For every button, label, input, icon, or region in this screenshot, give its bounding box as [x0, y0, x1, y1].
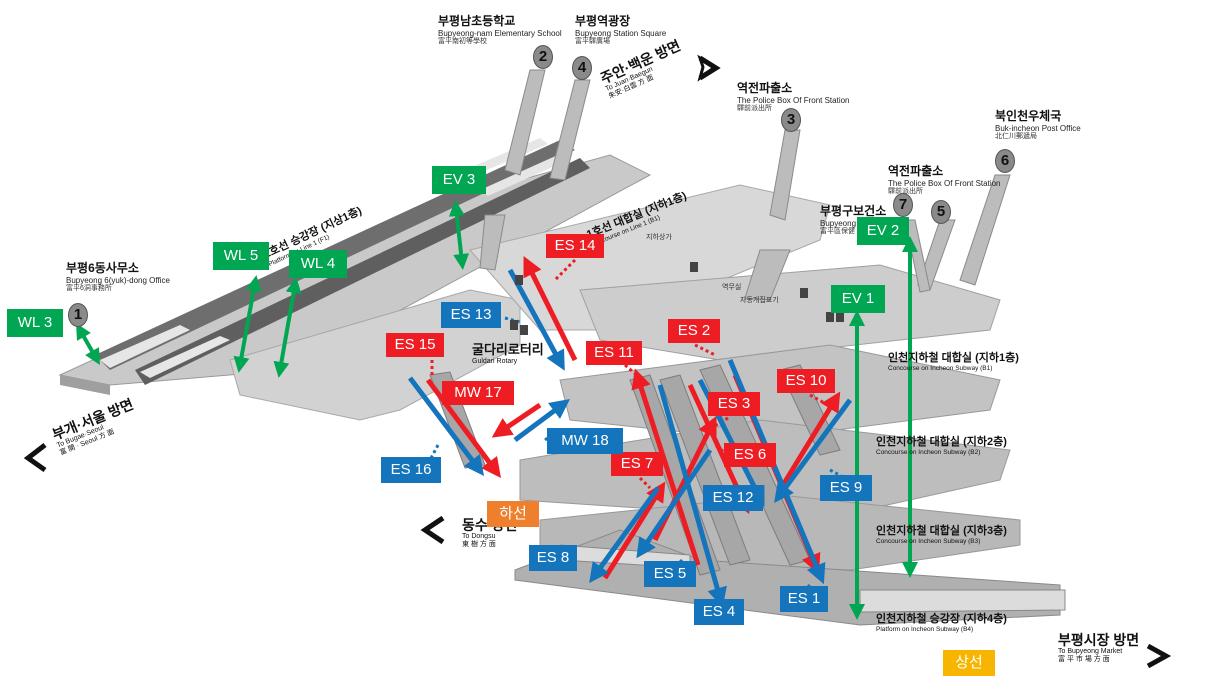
- facility-marks: [510, 262, 844, 335]
- ev-1-label: EV 1: [831, 285, 885, 313]
- up-line-badge: 상선: [943, 650, 995, 676]
- direction-arrows: [23, 54, 1172, 669]
- place-police-box-3: 역전파출소 The Police Box Of Front Station 驛前…: [737, 81, 850, 112]
- exit-3-marker: 3: [781, 108, 801, 132]
- elevator-arrows: [76, 200, 918, 620]
- guldari-rotary-label: 굴다리로터리 Guldari Rotary: [472, 342, 544, 365]
- place-health-center: 부평구보건소 Bupyeong 富平區保健: [820, 204, 887, 235]
- down-line-badge: 하선: [487, 501, 539, 527]
- es-10-label: ES 10: [777, 369, 835, 393]
- place-station-square: 부평역광장 Bupyeong Station Square 富平驛廣場: [575, 14, 667, 45]
- floor-incheon-b4: 인천지하철 승강장 (지하4층) Platform on Incheon Sub…: [876, 613, 1007, 633]
- exit-1-marker: 1: [68, 303, 88, 327]
- es-5-label: ES 5: [644, 561, 696, 587]
- direction-market: 부평시장 방면 To Bupyeong Market 富 平 市 場 方 面: [1058, 632, 1140, 664]
- place-elementary-school: 부평남초등학교 Bupyeong-nam Elementary School 富…: [438, 14, 562, 45]
- ticket-gate-label: 자동개집표기: [740, 297, 779, 304]
- exit-5-marker: 5: [931, 200, 951, 224]
- mw-17-label: MW 17: [442, 381, 514, 405]
- wl-4-label: WL 4: [289, 250, 347, 278]
- es-7-label: ES 7: [611, 452, 663, 476]
- wl-3-label: WL 3: [7, 309, 63, 337]
- underground-mall-label: 지하상가: [646, 234, 672, 241]
- es-6-label: ES 6: [724, 443, 776, 467]
- ev-2-label: EV 2: [857, 217, 909, 245]
- exit-7-marker: 7: [893, 193, 913, 217]
- floor-incheon-b3: 인천지하철 대합실 (지하3층) Concourse on Incheon Su…: [876, 525, 1007, 545]
- es-13-label: ES 13: [441, 302, 501, 328]
- es-3-label: ES 3: [708, 392, 760, 416]
- place-post-office: 북인천우체국 Buk-incheon Post Office 北仁川郵遞局: [995, 109, 1081, 140]
- place-dong-office: 부평6동사무소 Bupyeong 6(yuk)-dong Office 富平6洞…: [66, 261, 170, 292]
- es-2-label: ES 2: [668, 319, 720, 343]
- floor-incheon-b2: 인천지하철 대합실 (지하2층) Concourse on Incheon Su…: [876, 436, 1007, 456]
- station-office-label: 역무실: [722, 284, 742, 291]
- es-1-label: ES 1: [780, 586, 828, 612]
- es-9-label: ES 9: [820, 475, 872, 501]
- es-14-label: ES 14: [546, 234, 604, 258]
- es-15-label: ES 15: [386, 333, 444, 357]
- mw-18-label: MW 18: [547, 428, 623, 454]
- floor-incheon-b1: 인천지하철 대합실 (지하1층) Concourse on Incheon Su…: [888, 352, 1019, 372]
- es-4-label: ES 4: [694, 599, 744, 625]
- place-police-box-5: 역전파출소 The Police Box Of Front Station 驛前…: [888, 164, 1001, 195]
- exit-4-marker: 4: [572, 56, 592, 80]
- es-11-label: ES 11: [586, 341, 642, 365]
- ev-3-label: EV 3: [432, 166, 486, 194]
- exit-6-marker: 6: [995, 149, 1015, 173]
- es-8-label: ES 8: [529, 545, 577, 571]
- exit-2-marker: 2: [533, 45, 553, 69]
- wl-5-label: WL 5: [213, 242, 269, 270]
- es-16-label: ES 16: [381, 457, 441, 483]
- es-12-label: ES 12: [703, 485, 763, 511]
